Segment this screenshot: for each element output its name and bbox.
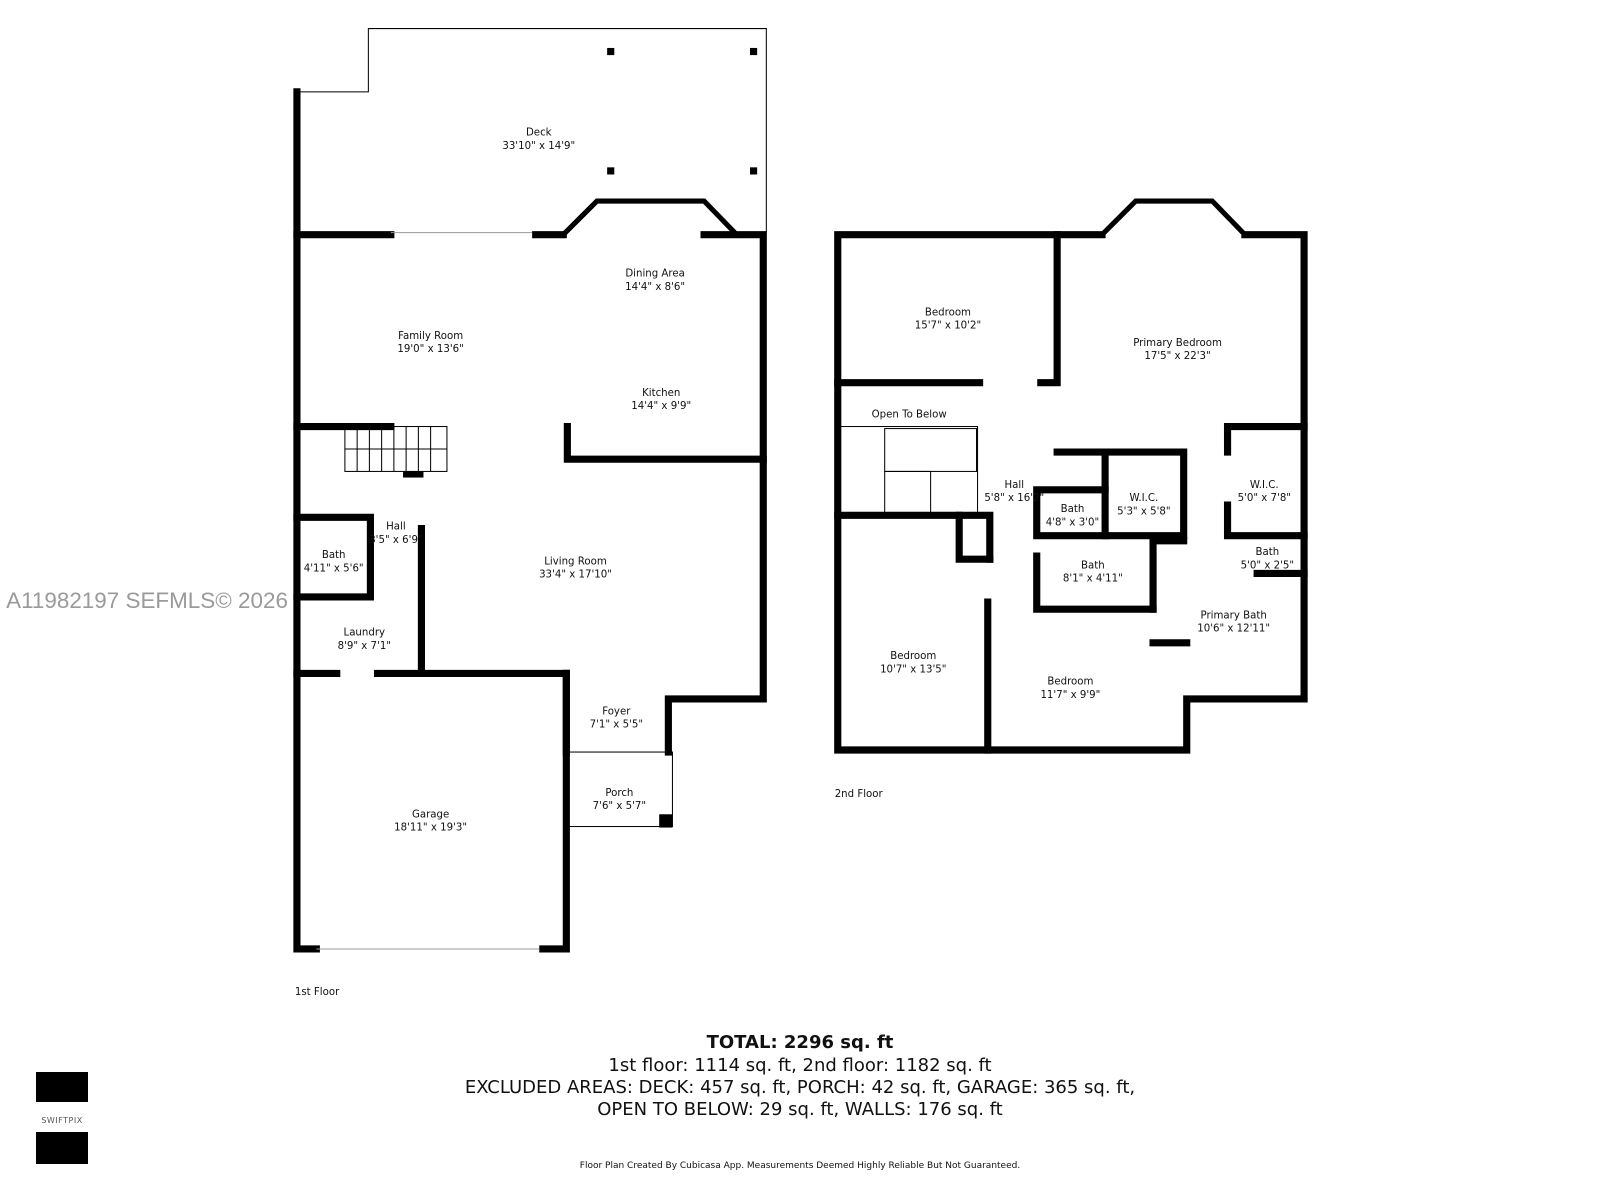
mls-watermark: A11982197 SEFMLS© 2026 xyxy=(6,588,288,613)
total-area: TOTAL: 2296 sq. ft xyxy=(706,1032,894,1053)
floor-label-1st: 1st Floor xyxy=(295,987,340,998)
bath-wall xyxy=(293,513,374,601)
room-name: Bedroom xyxy=(890,651,936,662)
room-name: Dining Area xyxy=(625,269,685,280)
first-floor-plan xyxy=(293,28,767,953)
room-dimensions: 10'7" x 13'5" xyxy=(880,664,946,675)
room-dimensions: 11'7" x 9'9" xyxy=(1040,690,1100,701)
room-name: Family Room xyxy=(398,331,463,342)
floor-areas: 1st floor: 1114 sq. ft, 2nd floor: 1182 … xyxy=(608,1055,992,1076)
disclaimer: Floor Plan Created By Cubicasa App. Meas… xyxy=(579,1161,1021,1171)
room-dimensions: 15'7" x 10'2" xyxy=(915,321,981,332)
room-dimensions: 8'1" x 4'11" xyxy=(1063,574,1123,585)
kitchen-wall xyxy=(563,422,767,463)
room-dimensions: 17'5" x 22'3" xyxy=(1144,351,1210,362)
room-dimensions: 33'4" x 17'10" xyxy=(539,570,612,581)
staircase xyxy=(344,426,448,478)
swiftpix-logo: SWIFTPIX xyxy=(36,1072,88,1164)
wall xyxy=(1223,501,1308,540)
room-dimensions: 3'5" x 6'9" xyxy=(369,535,422,546)
room-name: Kitchen xyxy=(642,388,680,399)
wall xyxy=(293,88,320,953)
room-name: Bedroom xyxy=(925,307,971,318)
room-name: Bath xyxy=(1081,560,1105,571)
room-name: Hall xyxy=(386,522,406,533)
wall xyxy=(1033,552,1157,613)
bay-window xyxy=(1098,198,1249,239)
room-dimensions: 8'9" x 7'1" xyxy=(338,641,391,652)
room-dimensions: 4'8" x 3'0" xyxy=(1046,518,1099,529)
room-name: Bath xyxy=(322,550,346,561)
room-name: Laundry xyxy=(344,628,386,639)
deck-post xyxy=(750,47,758,56)
wall xyxy=(539,669,570,953)
room-dimensions: 5'8" x 16'2" xyxy=(984,493,1044,504)
room-dimensions: 18'11" x 19'3" xyxy=(394,823,467,834)
room-dimensions: 5'3" x 5'8" xyxy=(1117,506,1170,517)
room-name: Primary Bath xyxy=(1201,610,1267,621)
room-dimensions: 4'11" x 5'6" xyxy=(304,563,364,574)
room-dimensions: 7'1" x 5'5" xyxy=(590,720,643,731)
room-name: Deck xyxy=(526,128,552,139)
room-name: Bath xyxy=(1061,504,1085,515)
room-name: Foyer xyxy=(602,706,631,717)
deck-post xyxy=(607,47,615,56)
room-name: Primary Bedroom xyxy=(1133,338,1222,349)
room-name: Open To Below xyxy=(872,409,947,420)
wall xyxy=(1149,537,1188,613)
room-dimensions: 7'6" x 5'7" xyxy=(593,801,646,812)
wall xyxy=(834,511,994,563)
room-labels: Deck 33'10" x 14'9" Dining Area 14'4" x 8'6… xyxy=(304,128,1294,834)
deck-outline xyxy=(296,28,767,233)
room-dimensions: 19'0" x 13'6" xyxy=(397,344,463,355)
room-name: Bedroom xyxy=(1047,677,1093,688)
room-name: Garage xyxy=(412,809,449,820)
wall xyxy=(1033,448,1188,540)
room-dimensions: 33'10" x 14'9" xyxy=(502,141,575,152)
room-name: Porch xyxy=(605,788,633,799)
room-dimensions: 5'0" x 2'5" xyxy=(1241,560,1294,571)
second-floor-plan xyxy=(834,198,1308,754)
room-name: W.I.C. xyxy=(1130,493,1159,504)
porch-outline xyxy=(567,751,673,828)
room-dimensions: 14'4" x 8'6" xyxy=(625,282,685,293)
wall xyxy=(1223,422,1308,456)
wall xyxy=(664,231,767,756)
room-name: Hall xyxy=(1004,480,1024,491)
room-dimensions: 5'0" x 7'8" xyxy=(1238,493,1291,504)
logo-text: SWIFTPIX xyxy=(36,1102,88,1132)
wall xyxy=(1037,231,1061,387)
wall xyxy=(955,511,994,563)
room-dimensions: 14'4" x 9'9" xyxy=(631,401,691,412)
floor-label-2nd: 2nd Floor xyxy=(835,789,884,800)
staircase xyxy=(884,428,978,516)
excluded-areas-continued: OPEN TO BELOW: 29 sq. ft, WALLS: 176 sq.… xyxy=(597,1099,1003,1120)
deck-post xyxy=(607,167,615,175)
bay-window xyxy=(559,198,741,239)
porch-column xyxy=(659,814,673,828)
room-dimensions: 10'6" x 12'11" xyxy=(1197,624,1270,635)
excluded-areas: EXCLUDED AREAS: DECK: 457 sq. ft, PORCH:… xyxy=(464,1077,1136,1098)
outer-wall xyxy=(834,231,1308,754)
room-name: Bath xyxy=(1256,547,1280,558)
room-name: Living Room xyxy=(544,556,607,567)
deck-post xyxy=(750,167,758,175)
room-name: W.I.C. xyxy=(1250,480,1279,491)
